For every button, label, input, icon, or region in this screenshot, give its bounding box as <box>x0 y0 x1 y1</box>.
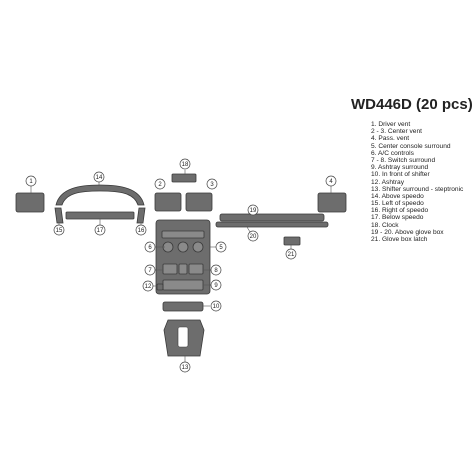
callout-14: 14 <box>93 171 105 183</box>
legend-item: 18. Clock <box>371 221 399 229</box>
callout-5: 5 <box>215 241 227 253</box>
svg-text:4: 4 <box>329 179 333 185</box>
legend-item: 13. Shifter surround - steptronic <box>371 185 464 193</box>
part-switch-middle <box>178 263 188 275</box>
part-switch-surround-right <box>188 263 204 275</box>
svg-text:15: 15 <box>56 228 63 234</box>
callout-18: 18 <box>179 158 191 170</box>
callout-4: 4 <box>325 175 337 187</box>
callout-3: 3 <box>206 178 218 190</box>
part-pass-vent <box>317 192 347 213</box>
svg-text:18: 18 <box>182 162 189 168</box>
callout-15: 15 <box>53 224 65 236</box>
svg-text:13: 13 <box>182 365 189 371</box>
callout-19: 19 <box>247 204 259 216</box>
callout-20: 20 <box>247 230 259 242</box>
part-ashtray-surround <box>162 279 204 291</box>
legend-item: 12. Ashtray <box>371 178 404 186</box>
callout-6: 6 <box>144 241 156 253</box>
callout-17: 17 <box>94 224 106 236</box>
legend-item: 16. Right of speedo <box>371 207 429 215</box>
svg-text:12: 12 <box>145 284 152 290</box>
part-ac-panel <box>161 230 205 239</box>
svg-text:19: 19 <box>250 208 257 214</box>
part-above-speedo <box>55 184 145 206</box>
legend-item: 2 - 3. Center vent <box>371 128 422 136</box>
part-switch-surround-left <box>162 263 178 275</box>
svg-text:17: 17 <box>97 228 104 234</box>
part-center-vent-left <box>154 192 182 212</box>
part-driver-vent <box>15 192 45 213</box>
callout-1: 1 <box>25 175 37 187</box>
part-left-of-speedo <box>54 207 64 224</box>
legend-item: 5. Center console surround <box>371 142 451 150</box>
part-center-console-surround <box>155 219 211 295</box>
legend-item: 21. Glove box latch <box>371 236 428 243</box>
svg-text:16: 16 <box>138 228 145 234</box>
callout-10: 10 <box>210 300 222 312</box>
callout-8: 8 <box>210 264 222 276</box>
callout-21: 21 <box>285 248 297 260</box>
part-above-glove-box-upper <box>219 213 325 222</box>
svg-text:10: 10 <box>213 304 220 310</box>
part-ac-knob-center <box>177 241 189 253</box>
legend-item: 15. Left of speedo <box>371 200 424 208</box>
svg-text:2: 2 <box>158 182 162 188</box>
part-ac-knob-right <box>192 241 204 253</box>
legend-item: 4. Pass. vent <box>371 135 410 143</box>
callout-7: 7 <box>144 264 156 276</box>
svg-text:1: 1 <box>29 179 33 185</box>
part-glove-box-latch <box>283 236 301 246</box>
svg-text:9: 9 <box>214 283 218 289</box>
svg-text:7: 7 <box>148 268 152 274</box>
part-ashtray <box>156 283 164 291</box>
part-clock <box>171 173 197 183</box>
legend-item: 9. Ashtray surround <box>371 164 429 172</box>
svg-text:6: 6 <box>148 245 152 251</box>
parts-legend: 1. Driver vent 2 - 3. Center vent 4. Pas… <box>371 121 463 243</box>
legend-item: 19 - 20. Above glove box <box>371 228 444 236</box>
part-shifter-gate <box>177 326 189 348</box>
legend-item: 7 - 8. Switch surround <box>371 156 436 164</box>
kit-title: WD446D (20 pcs) <box>351 96 473 113</box>
legend-item: 17. Below speedo <box>371 214 424 222</box>
callout-2: 2 <box>154 178 166 190</box>
part-right-of-speedo <box>136 207 146 224</box>
svg-text:8: 8 <box>214 268 218 274</box>
svg-text:20: 20 <box>250 234 257 240</box>
callout-9: 9 <box>210 279 222 291</box>
part-below-speedo <box>65 211 135 220</box>
legend-item: 10. In front of shifter <box>371 171 430 179</box>
legend-item: 1. Driver vent <box>371 121 411 128</box>
legend-item: 14. Above speedo <box>371 192 424 200</box>
svg-text:3: 3 <box>210 182 214 188</box>
callout-16: 16 <box>135 224 147 236</box>
svg-text:21: 21 <box>288 252 295 258</box>
svg-text:14: 14 <box>96 175 103 181</box>
legend-item: 6. A/C controls <box>371 149 414 157</box>
callout-12: 12 <box>142 280 154 292</box>
callout-13: 13 <box>179 361 191 373</box>
part-in-front-of-shifter <box>162 301 204 312</box>
part-above-glove-box-lower <box>215 221 329 228</box>
part-center-vent-right <box>185 192 213 212</box>
svg-text:5: 5 <box>219 245 223 251</box>
